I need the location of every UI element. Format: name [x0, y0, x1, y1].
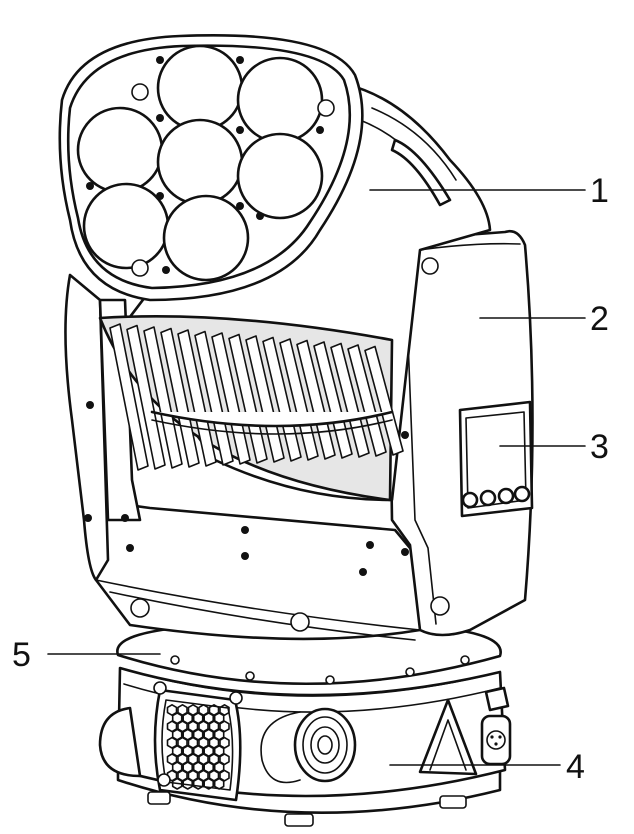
- heat-sink-fin: [126, 324, 166, 470]
- grille-cell: [177, 736, 188, 749]
- control-buttons: [461, 485, 531, 509]
- grille-cell: [182, 728, 193, 741]
- grille-cell: [198, 720, 209, 733]
- grille-cell: [208, 736, 220, 749]
- heat-sink-fin: [160, 327, 200, 468]
- callout-labels: 1 2 3 4 5: [12, 172, 609, 786]
- grille-cell: [171, 712, 183, 725]
- grille-cell: [171, 745, 183, 757]
- grille-cell: [198, 769, 209, 782]
- grille-cell: [203, 761, 214, 774]
- callout-number-3: 3: [590, 428, 609, 466]
- grille-cell: [219, 736, 230, 749]
- dmx-connector-icon: [480, 686, 512, 766]
- grille-cell: [166, 753, 178, 766]
- grille-cell: [192, 745, 204, 757]
- callout-leaders: [47, 189, 586, 766]
- grille-cell: [192, 777, 204, 790]
- grille-cell: [166, 736, 178, 749]
- led-lens-array: [76, 44, 324, 282]
- grille-cell: [177, 769, 188, 782]
- grille-cell: [198, 753, 209, 766]
- fan-grille: [153, 681, 243, 802]
- grille-cell: [198, 704, 209, 716]
- callout-number-1: 1: [590, 172, 609, 210]
- grille-cell: [192, 712, 204, 725]
- grille-cell: [166, 769, 178, 782]
- grille-cell: [187, 704, 199, 716]
- control-display-panel: [458, 400, 534, 518]
- grille-cell: [187, 753, 199, 766]
- grille-cell: [171, 728, 183, 741]
- grille-cell: [203, 745, 214, 757]
- power-connector-icon: [260, 707, 357, 784]
- grille-cell: [171, 777, 183, 790]
- moving-head-body: [58, 34, 492, 502]
- grille-cell: [187, 720, 199, 733]
- callout-number-4: 4: [566, 748, 585, 786]
- grille-cell: [187, 769, 199, 782]
- grille-cell: [166, 704, 178, 716]
- fixture-base: [98, 624, 512, 827]
- grille-cell: [219, 704, 230, 716]
- grille-cell: [166, 720, 178, 733]
- heat-sink-fin: [109, 323, 149, 471]
- callout-number-2: 2: [590, 300, 609, 338]
- grille-cell: [177, 720, 188, 733]
- grille-cell: [213, 777, 225, 790]
- callout-number-5: 5: [12, 636, 31, 674]
- grille-cell: [213, 761, 225, 774]
- grille-cell: [198, 736, 209, 749]
- grille-cell: [213, 712, 225, 725]
- grille-cell: [208, 753, 220, 766]
- heat-sink-fin: [347, 344, 387, 457]
- grille-cell: [203, 728, 214, 741]
- grille-cell: [219, 753, 230, 766]
- grille-cell: [182, 761, 193, 774]
- grille-cell: [203, 777, 214, 790]
- grille-cell: [203, 712, 214, 725]
- grille-cell: [208, 720, 220, 733]
- grille-cell: [171, 761, 183, 774]
- grille-cell: [208, 704, 220, 716]
- grille-cell: [192, 761, 204, 774]
- grille-cell: [213, 728, 225, 741]
- grille-cell: [219, 720, 230, 733]
- grille-cell: [182, 712, 193, 725]
- grille-cell: [187, 736, 199, 749]
- grille-cell: [182, 745, 193, 757]
- grille-cell: [177, 753, 188, 766]
- grille-cell: [182, 777, 193, 790]
- grille-cell: [213, 745, 225, 757]
- grille-cell: [177, 704, 188, 716]
- heat-sink-fin: [177, 329, 217, 467]
- grille-cell: [192, 728, 204, 741]
- heat-sink-fin: [364, 345, 404, 456]
- grille-cell: [219, 769, 230, 782]
- grille-cell: [208, 769, 220, 782]
